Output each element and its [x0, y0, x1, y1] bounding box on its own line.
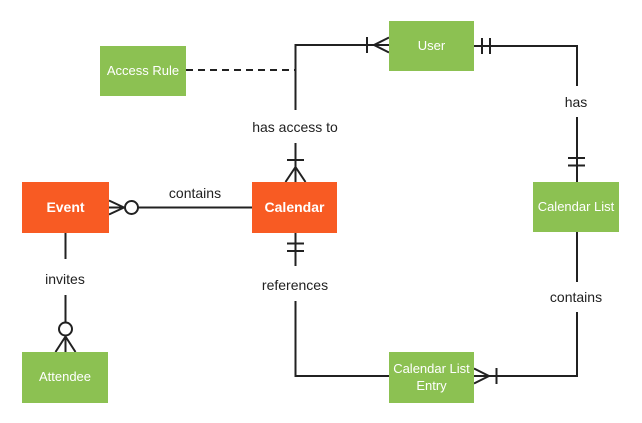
- relationship-label-has-access-to: has access to: [250, 119, 340, 135]
- relationship-label-has: has: [562, 94, 590, 110]
- entity-label: User: [417, 37, 446, 53]
- connector-invites-event-attendee: [54, 233, 77, 353]
- double-bar-icon: [481, 38, 491, 54]
- relationship-label-contains-calendar-list: contains: [547, 289, 605, 305]
- crows-foot-icon: [373, 36, 390, 54]
- entity-label: Access Rule: [106, 62, 180, 78]
- connector-contains-event-calendar: [108, 199, 252, 216]
- entity-calendar-list-entry: Calendar List Entry: [389, 352, 474, 403]
- connector-has-user-calendar-list: [474, 38, 585, 182]
- entity-label: Calendar List: [537, 198, 615, 214]
- entity-calendar: Calendar: [252, 182, 337, 233]
- crows-foot-icon: [284, 166, 307, 183]
- zero-cardinality-icon: [124, 200, 139, 215]
- entity-label: Event: [46, 198, 85, 215]
- entity-event: Event: [22, 182, 109, 233]
- connector-references-calendar-entry: [287, 233, 389, 377]
- entity-label: Attendee: [38, 369, 92, 385]
- relationship-label-contains-event-calendar: contains: [166, 185, 224, 201]
- relationship-label-invites: invites: [43, 271, 87, 287]
- connector-has-access-to-calendar-user: [284, 36, 390, 183]
- crows-foot-icon: [108, 199, 125, 216]
- entity-access-rule: Access Rule: [100, 46, 186, 96]
- connector-contains-calendar-list-entry: [473, 232, 578, 385]
- crows-foot-icon: [54, 335, 77, 353]
- crows-foot-icon: [473, 367, 490, 385]
- zero-cardinality-icon: [58, 321, 73, 337]
- entity-label: Calendar: [264, 198, 325, 215]
- relationship-label-references: references: [259, 277, 331, 293]
- double-bar-icon: [568, 157, 585, 167]
- entity-label: Calendar List Entry: [393, 361, 470, 393]
- entity-user: User: [389, 21, 474, 71]
- entity-attendee: Attendee: [22, 352, 108, 403]
- entity-calendar-list: Calendar List: [533, 182, 619, 232]
- double-bar-icon: [287, 242, 304, 252]
